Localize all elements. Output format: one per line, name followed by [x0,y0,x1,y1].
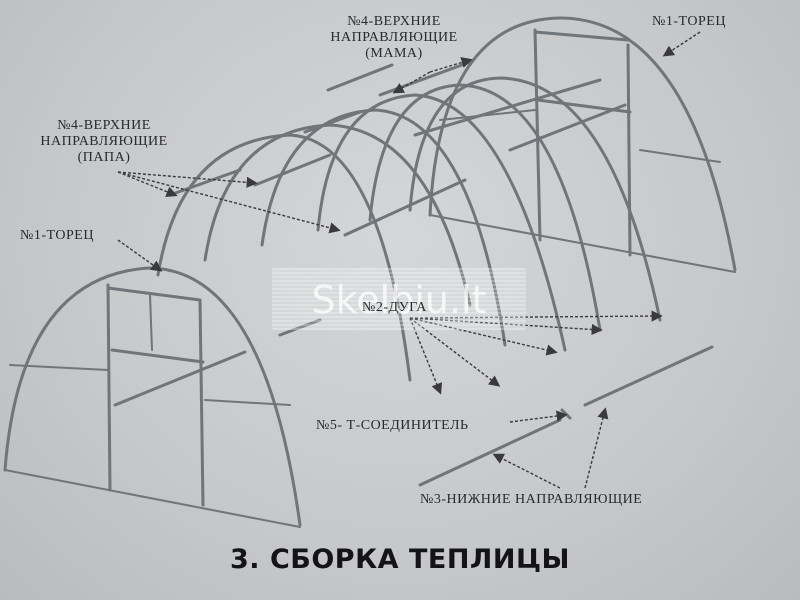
leader-mama-1 [392,71,431,94]
t-connector [560,408,572,420]
label-top-guides-mama: №4-ВЕРХНИЕ НАПРАВЛЯЮЩИЕ (МАМА) [304,14,484,62]
leader-end-right [662,31,701,57]
end-frame-right-door [533,28,632,257]
left-lower-rail [278,318,322,337]
label-line: №4-ВЕРХНИЕ [347,14,441,29]
label-line: НАПРАВЛЯЮЩИЕ [40,134,168,149]
leader-arc-1 [409,310,663,322]
label-end-left: №1-ТОРЕЦ [20,228,94,243]
leader-t-conn [509,410,568,423]
left-top-guide [113,350,247,407]
label-line: (МАМА) [365,46,423,61]
leader-arc-2 [409,317,603,336]
label-line: НАПРАВЛЯЮЩИЕ [330,30,458,45]
watermark: Skelbiu.lt [272,268,526,330]
label-bottom-guides: №3-НИЖНИЕ НАПРАВЛЯЮЩИЕ [420,492,643,507]
end-frame-left-arch [3,266,302,527]
arc-2 [203,123,472,307]
leader-arc-5 [409,317,443,395]
bottom-guide-1 [418,418,562,487]
top-guide-rail-1 [168,168,242,197]
end-frame-left-base [4,469,301,528]
leader-bottom-1 [492,453,561,489]
arc-5 [368,83,602,332]
top-guide-rail-5 [303,110,362,134]
page-title: 3. СБОРКА ТЕПЛИЦЫ [230,544,570,575]
label-line: №4-ВЕРХНИЕ [57,118,151,133]
end-frame-left-door [106,283,205,507]
bottom-guide-2 [583,345,714,407]
top-guide-rail-7 [508,103,627,152]
arc-1 [156,133,412,382]
leader-bottom-2 [584,407,609,489]
label-line: (ПАПА) [77,150,131,165]
label-top-guides-papa: №4-ВЕРХНИЕ НАПРАВЛЯЮЩИЕ (ПАПА) [14,118,194,166]
leader-papa-1 [117,171,258,188]
label-t-connector: №5- Т-СОЕДИНИТЕЛЬ [316,418,469,433]
top-guide-rail-2 [253,153,332,187]
watermark-text: Skelbiu.lt [311,278,487,322]
leader-papa-3 [117,171,341,234]
leader-end-left [117,239,163,272]
label-end-right: №1-ТОРЕЦ [652,14,726,29]
leader-mama-2 [429,57,473,73]
leader-arc-4 [409,317,501,387]
top-guide-rail-8 [326,63,394,92]
top-guide-rail-6 [413,78,602,137]
arc-3 [260,108,507,347]
leader-papa-2 [117,171,178,198]
top-guide-rail-3 [343,178,467,237]
label-arcs: №2-ДУГА [362,300,427,315]
